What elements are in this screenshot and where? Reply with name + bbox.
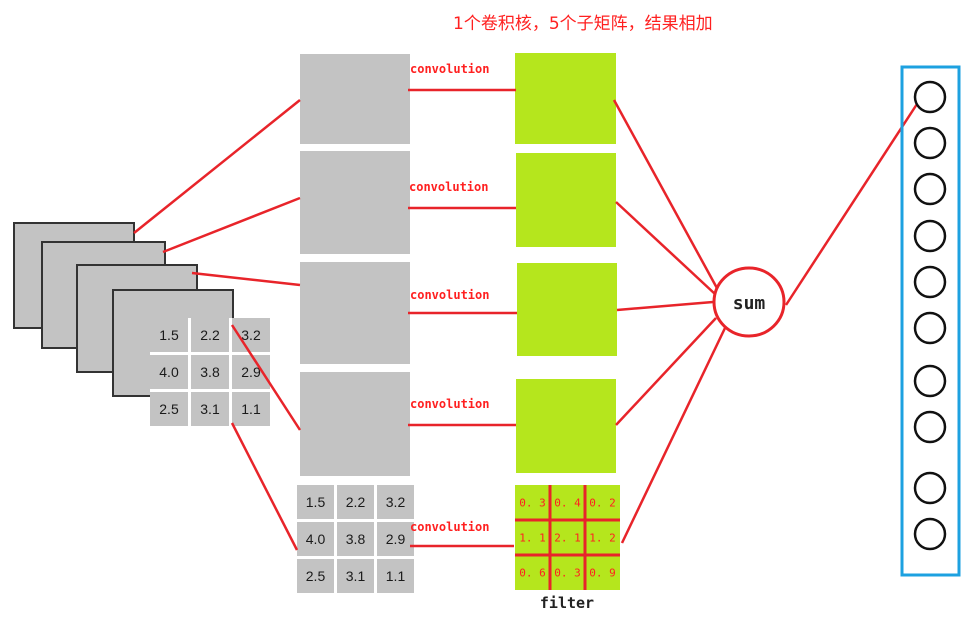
filters: 0. 3 0. 4 0. 2 1. 1 2. 1 1. 2 0. 6 0. 3 0. 9 bbox=[515, 53, 620, 590]
output-neuron bbox=[913, 471, 947, 505]
input-feature-maps: 1.5 2.2 3.2 4.0 3.8 2.9 2.5 3.1 1.1 bbox=[13, 222, 270, 426]
filter-matrix-bg bbox=[515, 485, 620, 590]
input-matrix-value: 4.0 bbox=[159, 364, 179, 380]
sub-matrices: 1.5 2.2 3.2 4.0 3.8 2.9 2.5 3.1 1.1 bbox=[297, 54, 414, 593]
line-filter-sum-5 bbox=[620, 327, 727, 544]
input-matrix-cell bbox=[191, 355, 229, 389]
sub-matrix-cell bbox=[297, 522, 334, 556]
output-layer bbox=[900, 65, 961, 577]
connection-lines bbox=[133, 88, 919, 551]
sum-node: sum bbox=[712, 266, 786, 338]
input-matrix-cell bbox=[150, 355, 188, 389]
input-matrix-cell bbox=[150, 318, 188, 352]
diagram-title: 1个卷积核，5个子矩阵，结果相加 bbox=[453, 14, 713, 34]
filter-matrix-value: 0. 2 bbox=[589, 497, 616, 510]
line-filter-sum-3 bbox=[616, 300, 714, 312]
output-neuron bbox=[913, 364, 947, 398]
sub-matrix-cell bbox=[377, 522, 414, 556]
output-neuron bbox=[913, 80, 947, 114]
sum-label: sum bbox=[733, 293, 766, 314]
filter-2 bbox=[516, 153, 616, 247]
line-sum-output bbox=[784, 103, 919, 306]
sub-matrix-2 bbox=[300, 151, 410, 254]
input-matrix-value: 2.5 bbox=[159, 401, 179, 417]
filter-5: 0. 3 0. 4 0. 2 1. 1 2. 1 1. 2 0. 6 0. 3 0. 9 bbox=[515, 485, 620, 590]
sub-matrix-value: 2.2 bbox=[346, 494, 366, 510]
sub-matrix-value: 3.8 bbox=[346, 531, 366, 547]
input-matrix-value: 3.8 bbox=[200, 364, 220, 380]
filter-matrix-value: 0. 9 bbox=[589, 567, 616, 580]
sub-matrix-cell bbox=[337, 485, 374, 519]
input-matrix-value: 3.2 bbox=[241, 327, 261, 343]
line-input-sub-3 bbox=[191, 271, 301, 287]
output-neurons bbox=[913, 80, 947, 551]
filter-matrix-value: 0. 4 bbox=[554, 497, 581, 510]
sub-matrix-cell bbox=[377, 485, 414, 519]
input-matrix-value: 1.1 bbox=[241, 401, 261, 417]
filter-matrix-value: 0. 3 bbox=[519, 497, 546, 510]
input-matrix-value: 1.5 bbox=[159, 327, 179, 343]
filter-matrix-value: 1. 1 bbox=[519, 532, 546, 545]
filter-matrix-value: 1. 2 bbox=[589, 532, 616, 545]
sub-matrix-cell bbox=[297, 559, 334, 593]
sub-matrix-cell bbox=[337, 559, 374, 593]
filter-4 bbox=[516, 379, 616, 473]
conv-label-5: convolution bbox=[410, 520, 489, 534]
sub-matrix-value: 4.0 bbox=[306, 531, 326, 547]
sub-matrix-value: 2.9 bbox=[386, 531, 406, 547]
output-neuron bbox=[913, 517, 947, 551]
output-layer-box bbox=[900, 65, 961, 577]
sub-matrix-cell bbox=[337, 522, 374, 556]
output-neuron bbox=[913, 265, 947, 299]
conv-label-4: convolution bbox=[410, 397, 489, 411]
output-neuron bbox=[913, 410, 947, 444]
line-input-sub-5 bbox=[230, 422, 299, 551]
line-input-sub-1 bbox=[133, 99, 301, 234]
sub-matrix-3 bbox=[300, 262, 410, 364]
filter-3 bbox=[517, 263, 617, 356]
line-input-sub-2 bbox=[162, 196, 301, 254]
sum-circle bbox=[712, 266, 786, 338]
sub-matrix-value: 1.5 bbox=[306, 494, 326, 510]
sub-matrix-cell bbox=[297, 485, 334, 519]
input-matrix-value: 2.9 bbox=[241, 364, 261, 380]
line-filter-sum-4 bbox=[615, 317, 717, 426]
sub-matrix-cell bbox=[377, 559, 414, 593]
line-input-sub-4 bbox=[230, 324, 302, 431]
sub-matrix-1 bbox=[300, 54, 410, 144]
output-neuron bbox=[913, 311, 947, 345]
line-filter-sum-1 bbox=[612, 99, 720, 291]
input-matrix-cell bbox=[191, 392, 229, 426]
line-filter-sum-2 bbox=[615, 201, 716, 295]
input-matrix-cell bbox=[150, 392, 188, 426]
filter-matrix-value: 2. 1 bbox=[554, 532, 581, 545]
filter-matrix-value: 0. 3 bbox=[554, 567, 581, 580]
output-neuron bbox=[913, 126, 947, 160]
sub-matrix-value: 3.1 bbox=[346, 568, 366, 584]
input-matrix-cell bbox=[232, 392, 270, 426]
input-matrix: 1.5 2.2 3.2 4.0 3.8 2.9 2.5 3.1 1.1 bbox=[150, 318, 270, 426]
input-matrix-value: 2.2 bbox=[200, 327, 220, 343]
input-matrix-value: 3.1 bbox=[200, 401, 220, 417]
filter-matrix-value: 0. 6 bbox=[519, 567, 546, 580]
filter-1 bbox=[515, 53, 616, 144]
sub-matrix-value: 2.5 bbox=[306, 568, 326, 584]
sub-matrix-value: 1.1 bbox=[386, 568, 406, 584]
sub-matrix-4 bbox=[300, 372, 410, 476]
output-neuron bbox=[913, 219, 947, 253]
sub-matrix-value: 3.2 bbox=[386, 494, 406, 510]
conv-label-2: convolution bbox=[409, 180, 488, 194]
output-neuron bbox=[913, 172, 947, 206]
conv-label-3: convolution bbox=[410, 288, 489, 302]
sub-matrix-5: 1.5 2.2 3.2 4.0 3.8 2.9 2.5 3.1 1.1 bbox=[297, 485, 414, 593]
filter-label: filter bbox=[540, 594, 594, 612]
conv-label-1: convolution bbox=[410, 62, 489, 76]
input-matrix-cell bbox=[191, 318, 229, 352]
